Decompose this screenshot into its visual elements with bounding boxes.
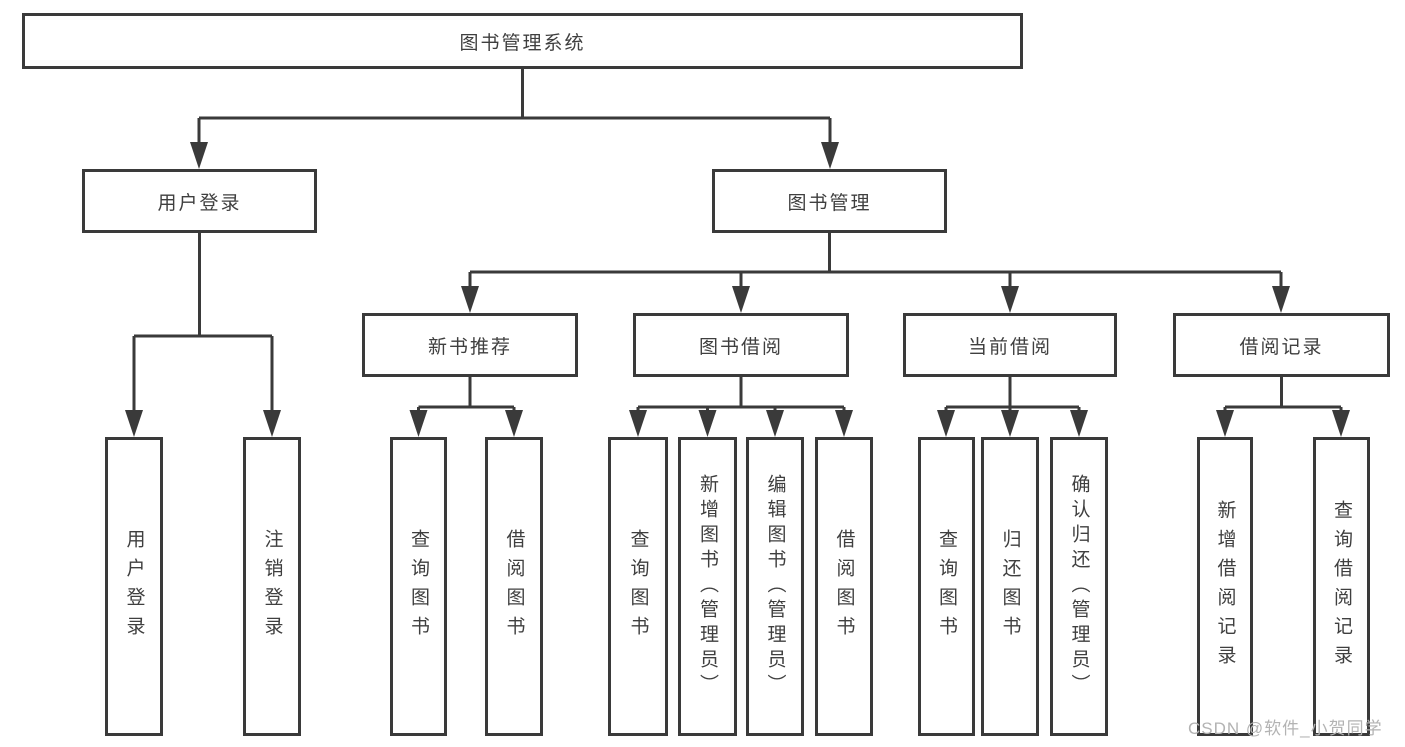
leaf-add-borrow-record: 新增借阅记录	[1197, 437, 1253, 736]
node-borrow-records: 借阅记录	[1173, 313, 1390, 377]
leaf-add-book-admin: 新增图书（管理员）	[678, 437, 737, 736]
leaf-borrow-books-1: 借阅图书	[485, 437, 543, 736]
leaf-confirm-return-admin: 确认归还（管理员）	[1050, 437, 1108, 736]
leaf-user-login: 用户登录	[105, 437, 163, 736]
leaf-query-books-2: 查询图书	[608, 437, 668, 736]
leaf-logout: 注销登录	[243, 437, 301, 736]
node-book-borrow: 图书借阅	[633, 313, 849, 377]
node-user-login: 用户登录	[82, 169, 317, 233]
leaf-return-books: 归还图书	[981, 437, 1039, 736]
connector-book-management-branch	[461, 233, 1290, 313]
connector-root-to-level2	[190, 69, 839, 169]
leaf-edit-book-admin: 编辑图书（管理员）	[746, 437, 804, 736]
leaf-query-books-3: 查询图书	[918, 437, 975, 736]
leaf-query-books-1: 查询图书	[390, 437, 447, 736]
connector-book-borrow-branch	[629, 377, 853, 437]
leaf-query-borrow-record: 查询借阅记录	[1313, 437, 1370, 736]
node-current-borrow: 当前借阅	[903, 313, 1117, 377]
connector-borrow-record-branch	[1216, 377, 1350, 437]
leaf-borrow-books-2: 借阅图书	[815, 437, 873, 736]
watermark: CSDN @软件_小贺同学	[1188, 719, 1383, 738]
node-root: 图书管理系统	[22, 13, 1023, 69]
node-book-management: 图书管理	[712, 169, 947, 233]
node-new-book-recommend: 新书推荐	[362, 313, 578, 377]
connector-current-borrow-branch	[937, 377, 1088, 437]
connector-new-book-branch	[409, 377, 523, 437]
connector-user-login-branch	[125, 233, 281, 437]
